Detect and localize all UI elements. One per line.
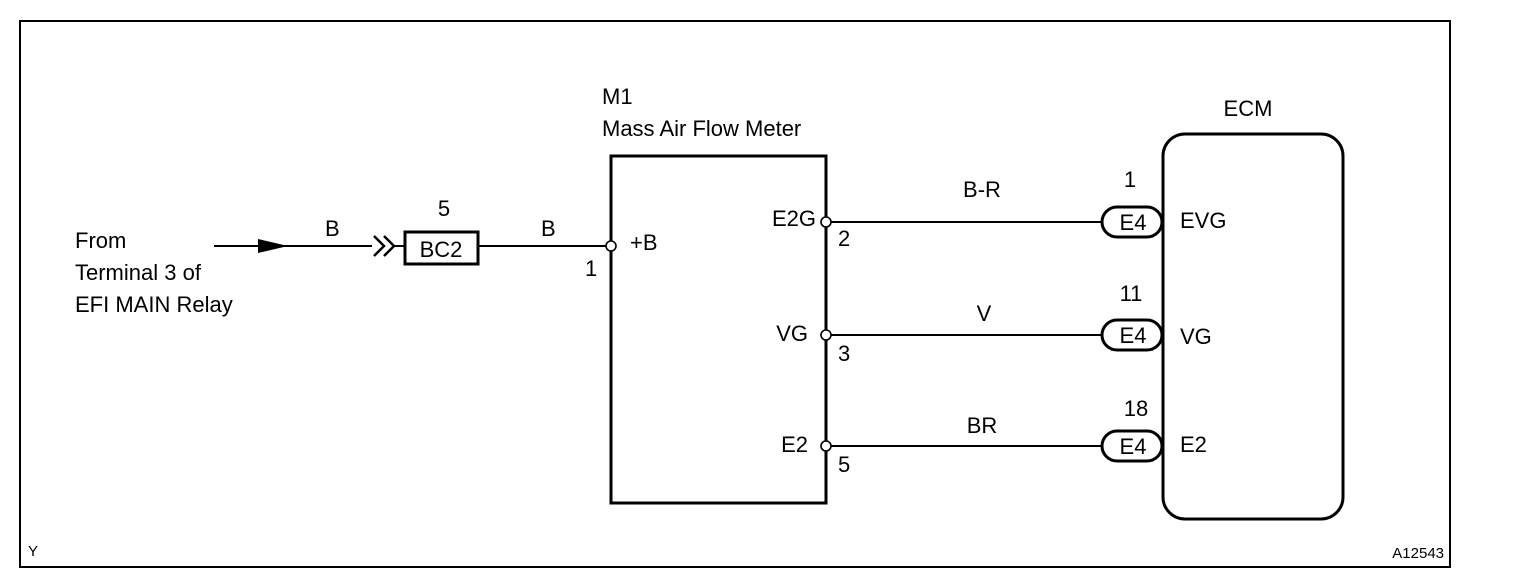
connector-chevron-icon bbox=[373, 235, 386, 257]
terminal-name: E2 bbox=[781, 432, 808, 457]
ecm-terminal-name: E2 bbox=[1180, 432, 1207, 457]
meter-terminal-e2: E2 5 bbox=[781, 432, 850, 477]
meter-supply-pin-number: 1 bbox=[585, 256, 597, 281]
connector-label: E4 bbox=[1120, 210, 1147, 235]
footer-figure-id: A12543 bbox=[1392, 545, 1444, 562]
junction-box bbox=[403, 230, 480, 266]
ecm-pin-number: 18 bbox=[1124, 396, 1148, 421]
source-line-1: From bbox=[75, 228, 126, 253]
terminal-name: E2G bbox=[772, 206, 816, 231]
connector-capsule bbox=[1100, 205, 1164, 239]
junction-pin: 5 bbox=[438, 196, 450, 221]
ecm-pin-number: 11 bbox=[1120, 281, 1143, 306]
ecm-box bbox=[1161, 132, 1345, 521]
meter-supply-terminal: +B bbox=[630, 230, 658, 255]
source-line-2: Terminal 3 of bbox=[75, 260, 202, 285]
footer-left: Y bbox=[28, 543, 38, 560]
arrowhead-icon bbox=[258, 239, 288, 253]
wire-color-2: V bbox=[977, 301, 992, 326]
source-wire-color: B bbox=[325, 216, 340, 241]
ecm-terminal-name: VG bbox=[1180, 324, 1212, 349]
terminal-pin bbox=[820, 329, 832, 341]
meter-supply-pin bbox=[605, 240, 617, 252]
terminal-pin bbox=[820, 216, 832, 228]
connector-capsule bbox=[1100, 318, 1164, 352]
connector-label: E4 bbox=[1120, 323, 1147, 348]
ecm-terminal-vg: E4 11 VG bbox=[1100, 281, 1212, 352]
terminal-pin-number: 3 bbox=[838, 341, 850, 366]
terminal-pin bbox=[820, 440, 832, 452]
connector-label: E4 bbox=[1120, 434, 1147, 459]
meter-terminal-e2g: E2G 2 bbox=[772, 206, 850, 251]
connector-capsule bbox=[1100, 429, 1164, 463]
wire-color-3: BR bbox=[967, 413, 998, 438]
junction-wire-color: B bbox=[541, 216, 556, 241]
meter-code: M1 bbox=[602, 84, 633, 109]
ecm-terminal-name: EVG bbox=[1180, 208, 1226, 233]
ecm-pin-number: 1 bbox=[1124, 167, 1136, 192]
ecm-name: ECM bbox=[1224, 96, 1273, 121]
ecm-terminal-evg: E4 1 EVG bbox=[1100, 167, 1226, 239]
diagram-frame bbox=[19, 20, 1451, 568]
source-label: From Terminal 3 of EFI MAIN Relay bbox=[75, 228, 233, 317]
ecm-terminal-e2: E4 18 E2 bbox=[1100, 396, 1207, 463]
terminal-pin-number: 2 bbox=[838, 226, 850, 251]
source-line-3: EFI MAIN Relay bbox=[75, 292, 233, 317]
wire-color-1: B-R bbox=[963, 177, 1001, 202]
meter-name: Mass Air Flow Meter bbox=[602, 116, 801, 141]
terminal-name: VG bbox=[776, 321, 808, 346]
meter-terminal-vg: VG 3 bbox=[776, 321, 850, 366]
terminal-pin-number: 5 bbox=[838, 452, 850, 477]
junction-label: BC2 bbox=[420, 237, 463, 262]
